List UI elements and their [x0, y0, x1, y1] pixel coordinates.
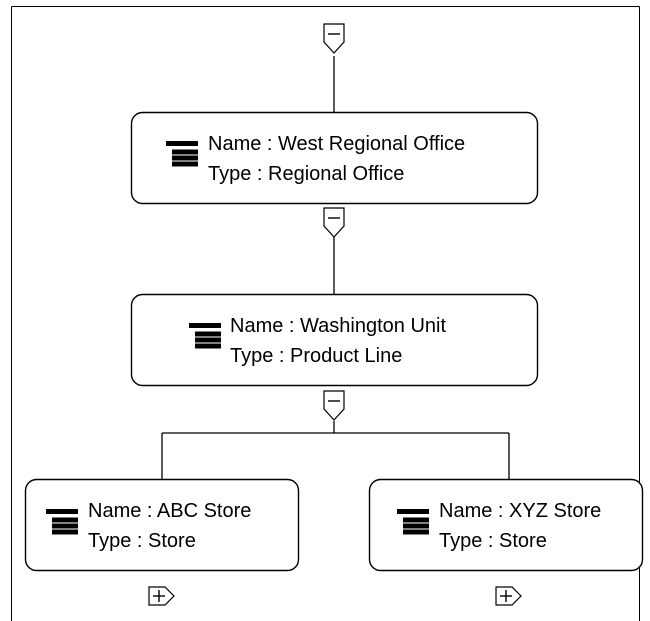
node-west-regional-office[interactable]: Name : West Regional Office Type : Regio…	[130, 111, 539, 205]
node-washington-unit[interactable]: Name : Washington Unit Type : Product Li…	[130, 293, 539, 387]
collapse-toggle-shape	[323, 23, 345, 54]
node-box	[130, 111, 539, 205]
node-name-label: Name : XYZ Store	[439, 500, 601, 522]
node-name-label: Name : ABC Store	[88, 500, 251, 522]
node-box	[368, 478, 644, 572]
node-box	[24, 478, 300, 572]
node-type-label: Type : Store	[439, 530, 547, 552]
collapse-toggle-root[interactable]	[323, 23, 345, 54]
node-type-label: Type : Store	[88, 530, 196, 552]
expand-toggle-xyz-store[interactable]	[495, 586, 522, 606]
expand-toggle-abc-store[interactable]	[148, 586, 175, 606]
node-xyz-store[interactable]: Name : XYZ Store Type : Store	[368, 478, 644, 572]
node-abc-store[interactable]: Name : ABC Store Type : Store	[24, 478, 300, 572]
collapse-toggle-shape	[323, 390, 345, 421]
collapse-toggle-west-regional-office[interactable]	[323, 207, 345, 238]
connector-lines	[161, 56, 510, 479]
node-type-label: Type : Regional Office	[208, 163, 404, 185]
node-type-label: Type : Product Line	[230, 345, 402, 367]
node-name-label: Name : Washington Unit	[230, 315, 446, 337]
collapse-toggle-washington-unit[interactable]	[323, 390, 345, 421]
node-box	[130, 293, 539, 387]
collapse-toggle-shape	[323, 207, 345, 238]
node-name-label: Name : West Regional Office	[208, 133, 465, 155]
